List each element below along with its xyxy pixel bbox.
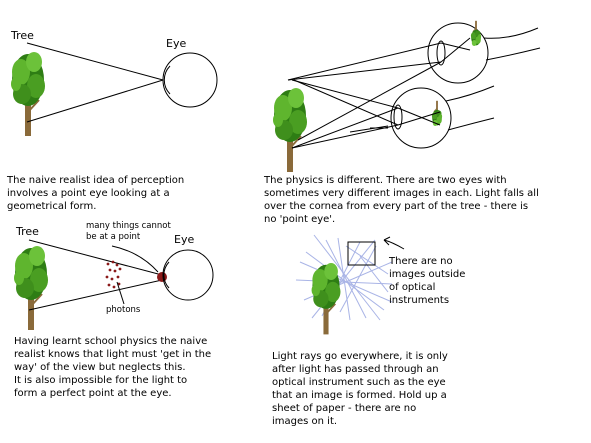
eye-1-icon	[162, 52, 218, 108]
tree-1-icon	[10, 51, 46, 137]
sight-line-top-3	[28, 239, 163, 276]
annotation-no-images: There are no images outside of optical i…	[389, 256, 466, 306]
caption-panel1: The naive realist idea of perception inv…	[7, 175, 185, 212]
sight-line-bottom-3	[28, 279, 163, 311]
eye-3-icon	[162, 249, 214, 301]
tree-4-icon	[310, 262, 342, 336]
light-rays-panel2	[287, 37, 471, 149]
scattered-light-rays	[295, 234, 393, 321]
panel2-diagram	[272, 20, 541, 173]
focal-point	[157, 272, 167, 282]
tree-2-icon	[272, 87, 308, 173]
sight-line-bottom	[26, 79, 164, 123]
panel1-diagram	[10, 42, 218, 137]
tree-label-1: Tree	[11, 29, 34, 42]
tree-3-icon	[13, 245, 49, 331]
upper-eye-icon	[427, 22, 541, 84]
annotation-point: many things cannot be at a point	[86, 221, 171, 242]
empty-image-box	[347, 241, 376, 266]
photons-pointer	[116, 281, 125, 305]
caption-panel3: Having learnt school physics the naive r…	[14, 336, 212, 399]
caption-panel2: The physics is different. There are two …	[264, 175, 539, 225]
eye-label-1: Eye	[166, 37, 187, 50]
no-image-pointer	[383, 239, 405, 250]
lower-eye-icon	[390, 85, 495, 149]
no-image-arrowhead	[383, 236, 391, 246]
panel4-diagram	[295, 234, 405, 336]
eye-label-3: Eye	[174, 233, 195, 246]
sight-line-top	[26, 42, 164, 81]
caption-panel4: Light rays go everywhere, it is only aft…	[272, 351, 448, 427]
tree-label-3: Tree	[16, 225, 39, 238]
photons-label: photons	[106, 305, 141, 315]
upper-eye-image-icon	[470, 20, 482, 47]
panel3-diagram	[13, 239, 214, 331]
photons-cluster	[105, 260, 122, 289]
annotation-pointer	[111, 245, 159, 273]
